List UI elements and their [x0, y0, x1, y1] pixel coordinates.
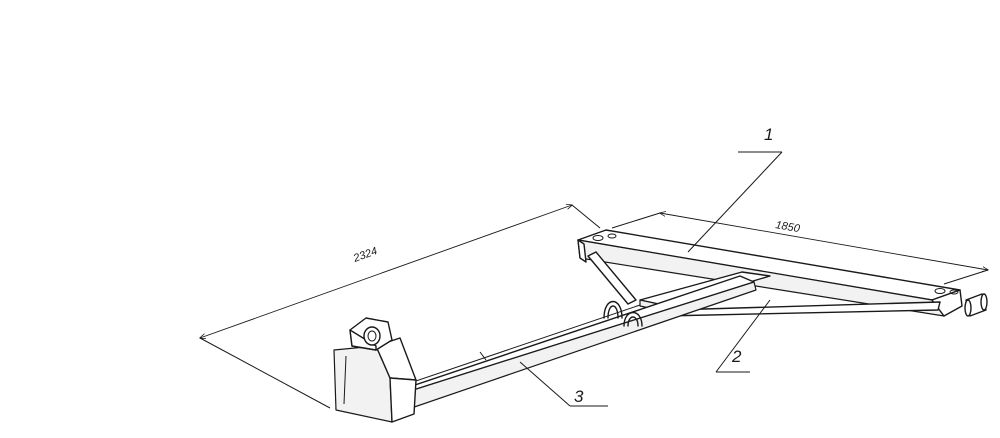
- label-1-text: 1: [764, 125, 773, 144]
- pin: [964, 293, 988, 317]
- dimension-length-text: 2324: [351, 245, 379, 265]
- drawbar: [387, 275, 757, 417]
- hitch-head: [333, 317, 417, 423]
- label-3: 3: [519, 361, 608, 407]
- hole-left: [592, 235, 604, 241]
- label-1: 1: [687, 125, 783, 253]
- dimension-width-text: 1850: [774, 219, 801, 235]
- label-2-text: 2: [731, 347, 742, 366]
- dimension-width: 1850: [611, 213, 988, 285]
- hole-right: [934, 288, 946, 294]
- hitch-eye: [363, 326, 381, 346]
- label-3-text: 3: [574, 387, 584, 406]
- label-2: 2: [715, 299, 771, 373]
- shackle: [603, 300, 643, 327]
